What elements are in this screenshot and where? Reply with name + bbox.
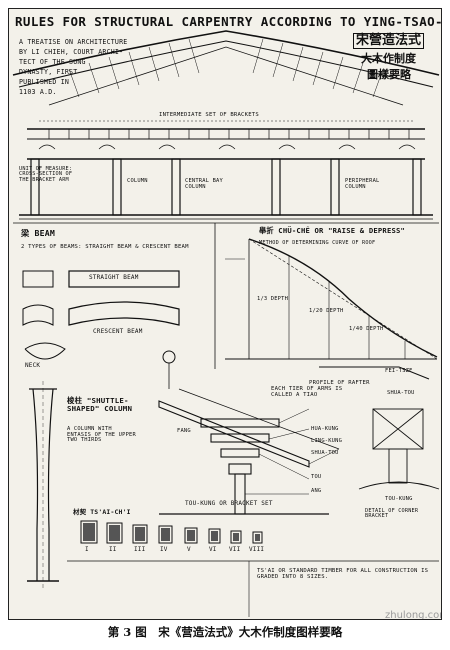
chinese-title-line-2: 大木作制度 [361, 52, 416, 65]
grade-8: VIII [249, 546, 265, 553]
depth-third-label: 1/3 DEPTH [257, 296, 289, 302]
shua-tou-label: SHUA-TOU [311, 450, 339, 456]
chu-che-method-note: METHOD OF DETERMINING CURVE OF ROOF [259, 240, 376, 246]
treatise-line-4: DYNASTY, FIRST [19, 68, 78, 76]
grade-5: V [187, 546, 191, 553]
central-bay-column-label: CENTRAL BAY COLUMN [185, 178, 223, 190]
grade-6: VI [209, 546, 217, 553]
corner-tou-kung-label: TOU-KUNG [385, 496, 413, 502]
column-label: COLUMN [127, 178, 148, 184]
corner-bracket-detail-note: DETAIL OF CORNER BRACKET [365, 508, 419, 520]
beam-types-note: 2 TYPES OF BEAMS: STRAIGHT BEAM & CRESCE… [21, 244, 189, 250]
ling-kung-label: LING-KUNG [311, 438, 343, 444]
tsai-grades-heading: 材契 TS'AI-CH'I [73, 508, 131, 516]
hua-kung-label: HUA-KUNG [311, 426, 339, 432]
tsai-grading-note: TS'AI OR STANDARD TIMBER FOR ALL CONSTRU… [257, 568, 429, 580]
treatise-line-3: TECT OF THE SUNG [19, 58, 86, 66]
depth-fortieth-label: 1/40 DEPTH [349, 326, 384, 332]
bracket-set-label: TOU-KUNG OR BRACKET SET [185, 500, 273, 507]
fei-tsze-label: FEI-TSZE [385, 368, 413, 374]
tou-label: TOU [311, 474, 322, 480]
shuttle-column-heading: 梭柱 "SHUTTLE-SHAPED" COLUMN [67, 396, 133, 413]
shuttle-column-note: A COLUMN WITH ENTASIS OF THE UPPER TWO T… [67, 426, 136, 444]
grade-4: IV [160, 546, 168, 553]
drawing-sheet: RULES FOR STRUCTURAL CARPENTRY ACCORDING… [8, 8, 442, 620]
corner-shua-tou-label: SHUA-TOU [387, 390, 415, 396]
grade-7: VII [229, 546, 241, 553]
treatise-line-5: PUBLISHED IN [19, 78, 70, 86]
brackets-label: INTERMEDIATE SET OF BRACKETS [159, 112, 259, 118]
drawing-linework [12, 30, 440, 617]
treatise-line-6: 1103 A.D. [19, 88, 57, 96]
grade-2: II [109, 546, 117, 553]
neck-label: NECK [25, 362, 41, 369]
depth-twentieth-label: 1/20 DEPTH [309, 308, 344, 314]
chinese-title-line-1: 宋營造法式 [353, 33, 425, 49]
watermark-text: zhulong.com [385, 610, 441, 620]
straight-beam-label: STRAIGHT BEAM [89, 274, 139, 281]
chu-che-heading: 舉折 CHÜ-CHÊ OR "RAISE & DEPRESS" [259, 226, 406, 235]
treatise-line-2: BY LI CHIEH, COURT ARCHI- [19, 48, 124, 56]
unit-of-measure-note: UNIT OF MEASURE: CROSS-SECTION OF THE BR… [19, 166, 73, 183]
ang-label: ANG [311, 488, 322, 494]
grade-3: III [134, 546, 146, 553]
chinese-title-line-3: 圖樣要略 [367, 68, 411, 81]
rafter-profile-label: PROFILE OF RAFTER [309, 380, 370, 386]
grade-1: I [85, 546, 89, 553]
tiao-note: EACH TIER OF ARMS IS CALLED A TIAO [271, 386, 343, 398]
figure-caption: 第 3 图 宋《营造法式》大木作制度图样要略 [107, 625, 343, 639]
crescent-beam-label: CRESCENT BEAM [93, 328, 143, 335]
peripheral-column-label: PERIPHERAL COLUMN [345, 178, 380, 190]
beam-heading: 梁 BEAM [21, 228, 56, 238]
treatise-line-1: A TREATISE ON ARCHITECTURE [19, 38, 128, 46]
sheet-title: RULES FOR STRUCTURAL CARPENTRY ACCORDING… [15, 14, 441, 29]
fang-label: FANG [177, 428, 191, 434]
